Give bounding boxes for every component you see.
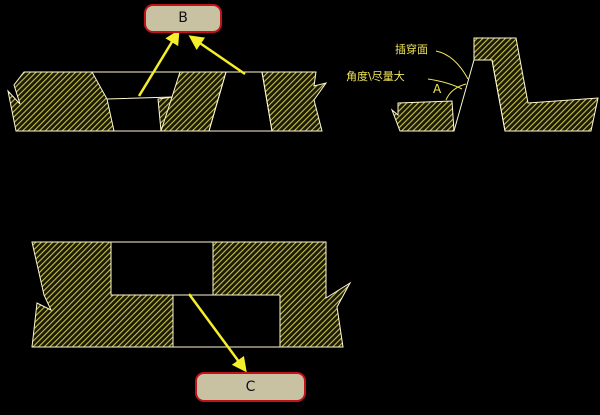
section-b — [7, 29, 328, 132]
note-angle-hint: 角度\尽量大 — [346, 70, 405, 83]
angle-arc — [445, 83, 467, 101]
leader-mating-face — [435, 50, 469, 80]
section-b-slot-edge — [208, 71, 273, 132]
section-c-right-block — [212, 241, 352, 348]
section-a-opening-edge — [453, 59, 506, 132]
section-b-middle-block — [157, 71, 227, 132]
section-a — [390, 37, 599, 132]
leader-angle — [427, 78, 463, 90]
callout-b: B — [144, 4, 222, 33]
section-c — [31, 241, 352, 373]
arrow-to-b-right — [188, 35, 246, 76]
note-point-a: A — [433, 82, 442, 96]
section-a-base-left — [390, 100, 455, 132]
section-c-left-block — [31, 241, 174, 348]
callout-c: C — [195, 372, 306, 402]
section-b-left-block — [7, 71, 115, 132]
arrow-to-b-left — [137, 29, 180, 97]
section-a-post — [473, 37, 599, 132]
arrow-to-c — [187, 293, 247, 373]
section-b-right-block — [261, 71, 328, 132]
note-mating-face: 插穿面 — [395, 43, 428, 56]
section-b-cavity-edge — [106, 96, 173, 132]
